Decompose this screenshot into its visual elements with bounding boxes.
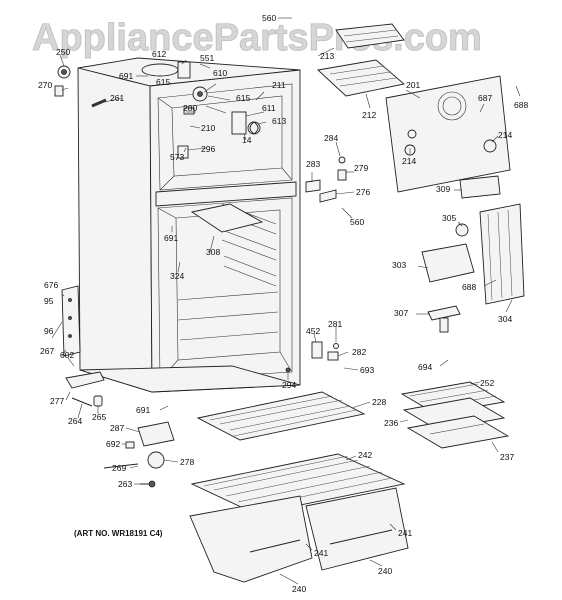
label-252: 252 xyxy=(480,378,494,388)
leader-lines xyxy=(51,17,521,585)
label-284: 284 xyxy=(324,133,338,143)
label-213: 213 xyxy=(320,51,334,61)
label-613: 613 xyxy=(272,116,286,126)
label-309: 309 xyxy=(436,184,450,194)
label-307: 307 xyxy=(394,308,408,318)
label-691: 691 xyxy=(119,71,133,81)
label-688: 688 xyxy=(514,100,528,110)
crisper-drawers xyxy=(189,487,409,583)
hinge-bracket xyxy=(61,285,81,357)
label-694: 694 xyxy=(418,362,432,372)
label-277: 277 xyxy=(50,396,64,406)
art-number: (ART NO. WR18191 C4) xyxy=(74,529,163,538)
label-96: 96 xyxy=(44,326,54,336)
label-279: 279 xyxy=(354,163,368,173)
wire-shelf xyxy=(196,391,366,441)
light-shield xyxy=(479,203,525,305)
evaporator-cover xyxy=(385,75,511,193)
label-296: 296 xyxy=(201,144,215,154)
label-228: 228 xyxy=(372,397,386,407)
crisper-pan-assembly xyxy=(400,381,510,449)
label-691: 691 xyxy=(164,233,178,243)
label-676: 676 xyxy=(44,280,58,290)
label-282: 282 xyxy=(352,347,366,357)
label-265: 265 xyxy=(92,412,106,422)
label-615: 615 xyxy=(156,77,170,87)
label-270: 270 xyxy=(38,80,52,90)
label-242: 242 xyxy=(358,450,372,460)
label-560: 560 xyxy=(262,13,276,23)
label-693: 693 xyxy=(360,365,374,375)
label-263: 263 xyxy=(118,479,132,489)
label-276: 276 xyxy=(356,187,370,197)
label-324: 324 xyxy=(170,271,184,281)
label-241: 241 xyxy=(314,548,328,558)
label-281: 281 xyxy=(328,319,342,329)
bottom-hinge xyxy=(65,371,105,389)
label-612: 612 xyxy=(152,49,166,59)
label-237: 237 xyxy=(500,452,514,462)
label-214: 214 xyxy=(498,130,512,140)
label-308: 308 xyxy=(206,247,220,257)
air-duct xyxy=(335,23,405,49)
label-287: 287 xyxy=(110,423,124,433)
label-283: 283 xyxy=(306,159,320,169)
label-305: 305 xyxy=(442,213,456,223)
control-housing xyxy=(421,243,475,283)
label-269: 269 xyxy=(112,463,126,473)
label-210: 210 xyxy=(201,123,215,133)
label-303: 303 xyxy=(392,260,406,270)
label-278: 278 xyxy=(180,457,194,467)
drain-trough xyxy=(317,59,405,97)
label-304: 304 xyxy=(498,314,512,324)
label-551: 551 xyxy=(200,53,214,63)
label-240: 240 xyxy=(292,584,306,594)
watermark: AppliancePartsPros.com xyxy=(32,17,482,59)
label-611: 611 xyxy=(262,103,276,113)
label-688: 688 xyxy=(462,282,476,292)
label-610: 610 xyxy=(213,68,227,78)
label-687: 687 xyxy=(478,93,492,103)
label-452: 452 xyxy=(306,326,320,336)
label-615: 615 xyxy=(236,93,250,103)
glass-shelf xyxy=(190,453,406,515)
thermostat-assembly xyxy=(54,65,71,97)
label-236: 236 xyxy=(384,418,398,428)
label-240: 240 xyxy=(378,566,392,576)
label-602: 602 xyxy=(60,350,74,360)
label-211: 211 xyxy=(272,80,286,90)
label-95: 95 xyxy=(44,296,54,306)
label-212: 212 xyxy=(362,110,376,120)
label-692: 692 xyxy=(106,439,120,449)
label-691: 691 xyxy=(136,405,150,415)
label-201: 201 xyxy=(406,80,420,90)
label-573: 573 xyxy=(170,152,184,162)
label-267: 267 xyxy=(40,346,54,356)
label-261: 261 xyxy=(110,93,124,103)
part-labels: 560 213 250 612 551 691 615 610 270 261 … xyxy=(38,13,528,594)
label-264: 264 xyxy=(68,416,82,426)
label-14: 14 xyxy=(242,135,252,145)
label-280: 280 xyxy=(183,103,197,113)
label-294: 294 xyxy=(282,380,296,390)
label-250: 250 xyxy=(56,47,70,57)
label-214: 214 xyxy=(402,156,416,166)
label-241: 241 xyxy=(398,528,412,538)
label-560: 560 xyxy=(350,217,364,227)
evaporator-fan xyxy=(247,121,261,135)
